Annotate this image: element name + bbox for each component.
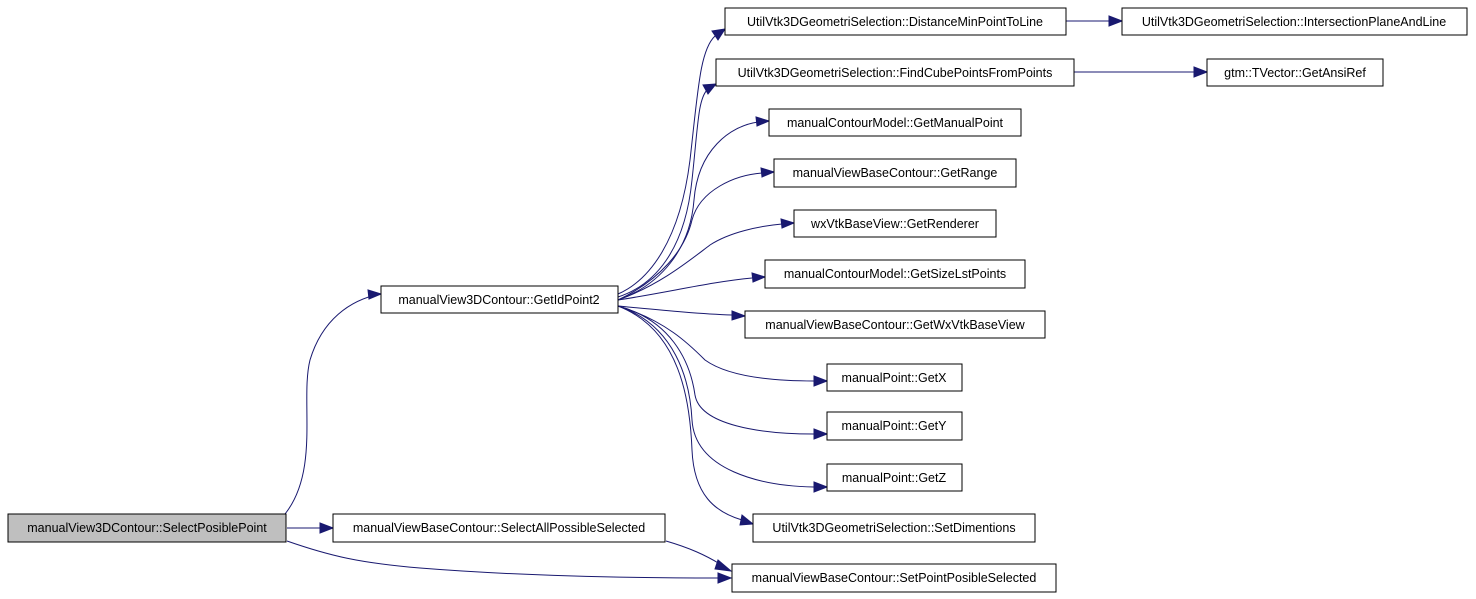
node-label: UtilVtk3DGeometriSelection::SetDimention… [772, 521, 1015, 535]
edge-getidpoint2-findcube [617, 89, 708, 298]
node-label: manualViewBaseContour::SelectAllPossible… [353, 521, 645, 535]
node-label: UtilVtk3DGeometriSelection::Intersection… [1142, 15, 1446, 29]
node-label: manualPoint::GetY [842, 419, 948, 433]
edge-arrowhead [711, 28, 727, 41]
node-getrenderer[interactable]: wxVtkBaseView::GetRenderer [793, 209, 997, 238]
node-label: manualViewBaseContour::GetRange [793, 166, 998, 180]
edge-selectposiblepoint-setpoint [286, 540, 719, 579]
edges [284, 15, 1209, 584]
node-getmanualpoint[interactable]: manualContourModel::GetManualPoint [768, 108, 1022, 137]
node-getz[interactable]: manualPoint::GetZ [826, 463, 963, 492]
node-label: manualViewBaseContour::SetPointPosibleSe… [752, 571, 1037, 585]
node-label: wxVtkBaseView::GetRenderer [810, 217, 979, 231]
node-getidpoint2[interactable]: manualView3DContour::GetIdPoint2 [380, 285, 619, 314]
node-getx[interactable]: manualPoint::GetX [826, 363, 963, 392]
edge-arrowhead [367, 289, 383, 300]
edge-selectall-setpoint [665, 540, 721, 565]
node-label: UtilVtk3DGeometriSelection::FindCubePoin… [738, 66, 1053, 80]
edge-getidpoint2-getwxvtk [617, 305, 733, 316]
edge-arrowhead [751, 272, 767, 283]
edge-arrowhead [739, 514, 755, 526]
edge-arrowhead [731, 310, 747, 321]
node-label: gtm::TVector::GetAnsiRef [1224, 66, 1366, 80]
node-label: manualView3DContour::GetIdPoint2 [398, 293, 599, 307]
edge-arrowhead [760, 167, 776, 178]
node-gety[interactable]: manualPoint::GetY [826, 411, 963, 441]
edge-arrowhead [1193, 66, 1209, 78]
node-findcubepointsfrompoints[interactable]: UtilVtk3DGeometriSelection::FindCubePoin… [715, 58, 1075, 87]
node-selectposiblepoint[interactable]: manualView3DContour::SelectPosiblePoint [7, 513, 287, 543]
node-distanceminpointtoline[interactable]: UtilVtk3DGeometriSelection::DistanceMinP… [724, 7, 1067, 36]
edge-arrowhead [813, 428, 829, 440]
edge-arrowhead [319, 522, 335, 534]
node-selectallpossibleselected[interactable]: manualViewBaseContour::SelectAllPossible… [332, 513, 666, 543]
edge-arrowhead [813, 481, 829, 493]
node-label: manualContourModel::GetManualPoint [787, 116, 1004, 130]
edge-arrowhead [714, 559, 733, 572]
node-label: manualViewBaseContour::GetWxVtkBaseView [765, 318, 1025, 332]
node-label: manualPoint::GetX [842, 371, 948, 385]
node-setpointposibleselected[interactable]: manualViewBaseContour::SetPointPosibleSe… [731, 563, 1057, 593]
node-intersectionplaneandline[interactable]: UtilVtk3DGeometriSelection::Intersection… [1121, 7, 1468, 36]
edge-arrowhead [717, 572, 733, 584]
node-setdimentions[interactable]: UtilVtk3DGeometriSelection::SetDimention… [752, 513, 1036, 543]
edge-getidpoint2-getx [617, 305, 815, 382]
edge-arrowhead [755, 116, 771, 127]
edge-getidpoint2-getmanualpoint [617, 121, 759, 301]
edge-arrowhead [780, 218, 796, 229]
node-getsizelstpoints[interactable]: manualContourModel::GetSizeLstPoints [764, 259, 1026, 289]
edge-getidpoint2-distancemin [617, 35, 716, 295]
edge-arrowhead [1108, 15, 1124, 27]
node-label: manualContourModel::GetSizeLstPoints [784, 267, 1006, 281]
edge-arrowhead [813, 375, 829, 387]
nodes: manualView3DContour::SelectPosiblePoint … [7, 7, 1468, 593]
node-getansiref[interactable]: gtm::TVector::GetAnsiRef [1206, 58, 1384, 87]
node-getwxvtkbaseview[interactable]: manualViewBaseContour::GetWxVtkBaseView [744, 310, 1046, 339]
edge-getidpoint2-getrenderer [617, 223, 783, 301]
edge-getidpoint2-gety [617, 305, 815, 435]
node-label: UtilVtk3DGeometriSelection::DistanceMinP… [747, 15, 1043, 29]
node-getrange[interactable]: manualViewBaseContour::GetRange [773, 158, 1017, 188]
edge-getidpoint2-getsizelst [617, 277, 753, 301]
edge-getidpoint2-setdimentions [617, 305, 743, 521]
edge-selectposiblepoint-getidpoint2 [284, 293, 381, 515]
edge-getidpoint2-getrange [617, 172, 763, 301]
node-label: manualView3DContour::SelectPosiblePoint [27, 521, 267, 535]
node-label: manualPoint::GetZ [842, 471, 947, 485]
edge-arrowhead [702, 83, 718, 95]
edge-getidpoint2-getz [617, 305, 815, 488]
